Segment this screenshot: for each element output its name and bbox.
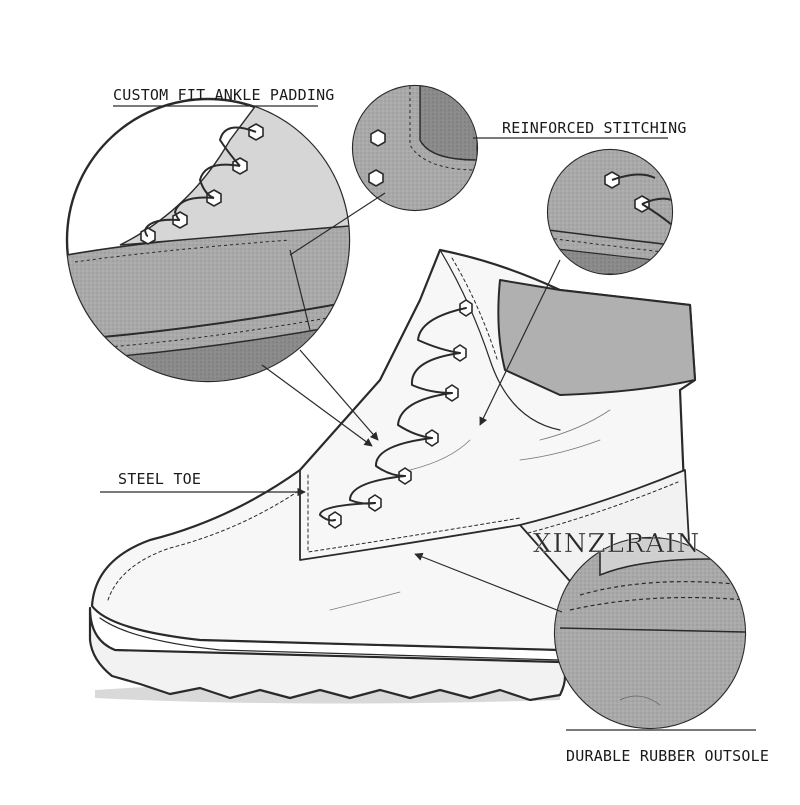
boot-shaft-stitch: [451, 257, 499, 363]
pointer-arrow-icon: [289, 192, 386, 256]
callout-rubber-outsole: DURABLE RUBBER OUTSOLE: [566, 747, 770, 765]
pointer-arrow-icon: [261, 364, 373, 447]
detail-magnifier-icon: [65, 97, 351, 383]
outsole-welt-line: [99, 617, 561, 661]
pointer-arrow-icon: [414, 552, 563, 613]
boot-illustration: [88, 248, 697, 704]
callout-ankle-padding: CUSTOM FIT ANKLE PADDING: [113, 86, 335, 104]
detail-magnifier-icon: [546, 148, 674, 276]
boot-facing-stitch: [307, 474, 521, 553]
boot-outsole: [88, 606, 567, 702]
laces: [319, 307, 467, 522]
sketch-marks: [329, 409, 611, 611]
callout-steel-toe: STEEL TOE: [118, 470, 202, 488]
boot-toe-stitch: [107, 489, 301, 601]
boot-heel-stitch: [527, 481, 679, 534]
detail-magnifier-icon: [553, 536, 747, 730]
boot-facing: [299, 469, 686, 561]
callout-reinforced-stitching: REINFORCED STITCHING: [502, 119, 687, 137]
pointer-arrow-icon: [299, 349, 379, 441]
boot-shaft-line: [439, 249, 561, 431]
watermark-text: XINZLRAIN: [533, 529, 701, 559]
detail-magnifier-icon: [351, 84, 479, 212]
pointer-arrow-icon: [479, 259, 561, 426]
leader-lines: [100, 105, 756, 731]
boot-collar: [497, 279, 696, 396]
